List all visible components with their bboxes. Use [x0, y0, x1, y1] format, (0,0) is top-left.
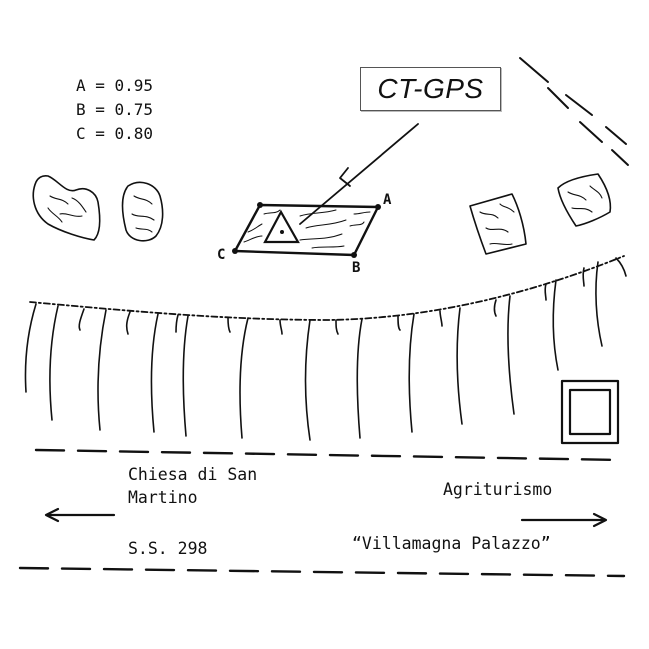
shrub-1 — [32, 175, 101, 241]
right-destination-line1: Agriturismo — [443, 480, 552, 499]
legend: A = 0.95 B = 0.75 C = 0.80 — [76, 76, 153, 143]
point-label-a: A — [383, 192, 392, 208]
point-label-b: B — [352, 260, 360, 276]
legend-row-b: B = 0.75 — [76, 100, 153, 119]
point-label-c: C — [217, 247, 225, 263]
legend-row-c: C = 0.80 — [76, 124, 153, 143]
top-right-dashed-lines — [519, 57, 629, 166]
measured-parcel: A B C — [217, 192, 392, 276]
shrub-2 — [121, 181, 164, 242]
road-name: S.S. 298 — [128, 539, 207, 558]
left-destination-line1: Chiesa di San — [128, 465, 257, 484]
vegetation-patches — [32, 173, 612, 255]
gps-station-triangle — [263, 209, 300, 244]
road-edge-south — [18, 566, 626, 578]
shrub-3 — [469, 193, 527, 255]
ct-gps-label: CT-GPS — [377, 73, 484, 104]
parcel-hatching — [243, 209, 371, 249]
left-destination-line2: Martino — [128, 488, 198, 507]
vertex-a — [375, 204, 381, 210]
arrow-to-agriturismo — [520, 512, 608, 528]
road-edge-north — [34, 448, 622, 462]
vertex-c — [232, 248, 238, 254]
parcel-outline — [233, 203, 380, 257]
vine-rows — [24, 257, 627, 441]
right-destination-line2: “Villamagna Palazzo” — [352, 534, 551, 553]
ct-gps-callout-box: CT-GPS — [360, 67, 501, 111]
field-boundary-dashed — [29, 255, 625, 321]
shrub-4 — [557, 173, 612, 227]
legend-row-a: A = 0.95 — [76, 76, 153, 95]
arrow-to-chiesa — [44, 507, 116, 523]
gps-station-point — [280, 230, 284, 234]
vertex-b — [351, 252, 357, 258]
building — [560, 379, 620, 445]
vertex-d — [257, 202, 263, 208]
callout-arrow — [299, 123, 419, 225]
